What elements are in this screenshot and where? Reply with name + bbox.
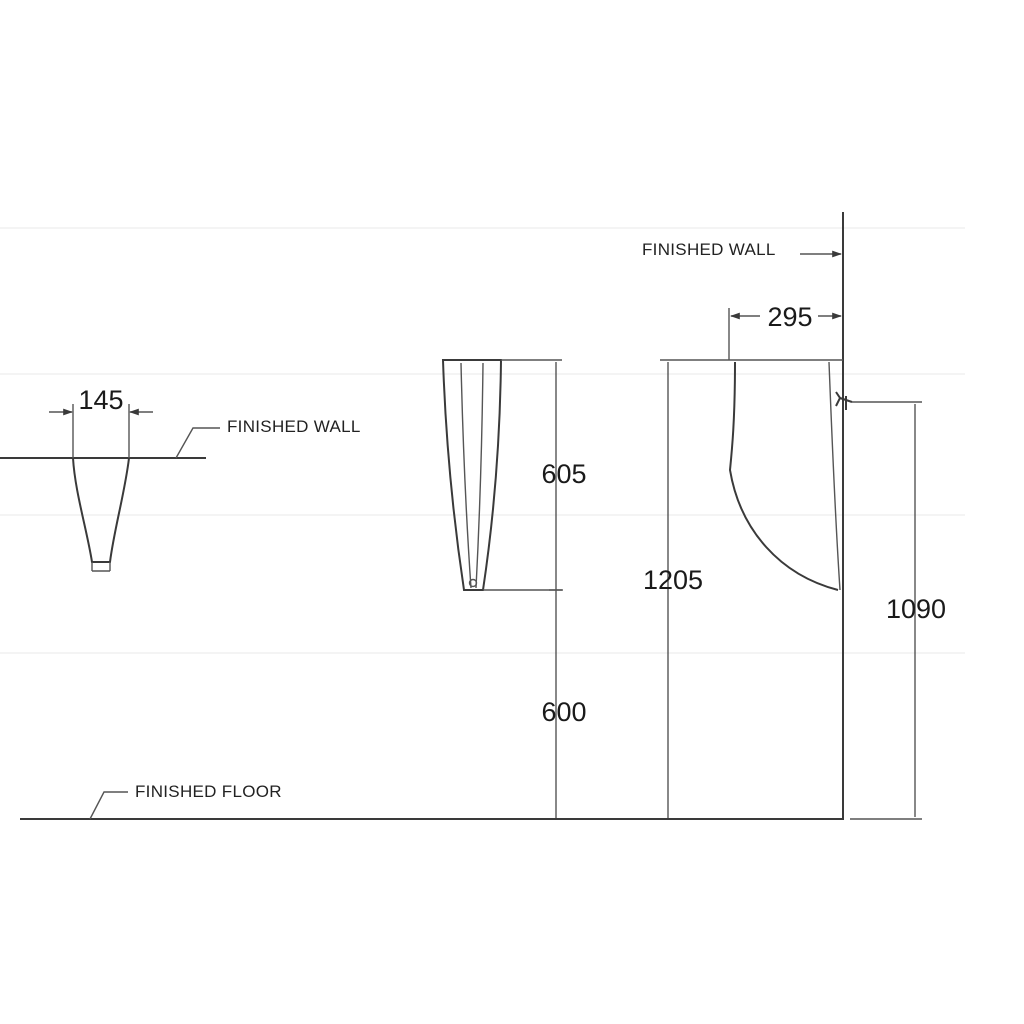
urinal-top-view-outline xyxy=(72,457,130,563)
dim-front-upper-height: 605 xyxy=(541,459,586,489)
side-view: FINISHED WALL 295 1205 1090 xyxy=(642,212,946,820)
urinal-front-view-outline xyxy=(441,359,503,591)
urinal-side-view-outline xyxy=(728,361,839,591)
leader-line xyxy=(175,427,220,459)
dim-side-depth: 295 xyxy=(767,302,812,332)
dim-side-outlet-height: 1090 xyxy=(886,594,946,624)
floor: FINISHED FLOOR xyxy=(20,782,843,820)
label-finished-wall-left: FINISHED WALL xyxy=(227,417,361,436)
top-view: 145 FINISHED WALL xyxy=(0,385,361,572)
dim-side-total-height: 1205 xyxy=(643,565,703,595)
background-guides xyxy=(0,227,965,654)
dim-top-view-width: 145 xyxy=(78,385,123,415)
leader-line xyxy=(89,791,128,820)
label-finished-floor: FINISHED FLOOR xyxy=(135,782,282,801)
outlet-fitting xyxy=(835,391,853,410)
dim-front-lower-height: 600 xyxy=(541,697,586,727)
label-finished-wall-right: FINISHED WALL xyxy=(642,240,776,259)
front-view: 605 600 xyxy=(441,359,587,818)
